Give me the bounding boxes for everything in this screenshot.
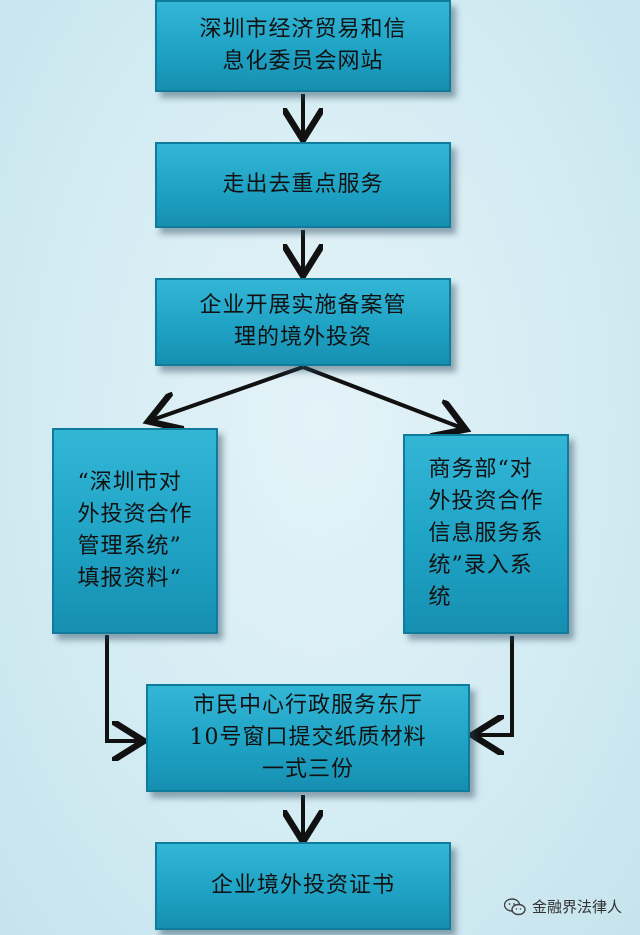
watermark-text: 金融界法律人 (531, 898, 622, 916)
node-certificate-label: 企业境外投资证书 (210, 873, 395, 898)
node-shenzhen-system-label: “深圳市对 外投资合作 管理系统” 填报资料“ (77, 470, 193, 591)
node-submit-materials-label: 市民中心行政服务东厅 10号窗口提交纸质材料 一式三份 (189, 693, 427, 782)
node-website-label: 深圳市经济贸易和信 息化委员会网站 (199, 17, 407, 74)
node-certificate: 企业境外投资证书 (155, 842, 451, 930)
arrow-n5-n6 (476, 636, 514, 735)
arrow-n3-n5 (302, 365, 462, 428)
node-key-service: 走出去重点服务 (155, 142, 451, 228)
arrow-n3-n4 (152, 365, 304, 420)
node-submit-materials: 市民中心行政服务东厅 10号窗口提交纸质材料 一式三份 (146, 684, 470, 792)
node-filing-management: 企业开展实施备案管 理的境外投资 (155, 278, 451, 366)
node-shenzhen-system: “深圳市对 外投资合作 管理系统” 填报资料“ (52, 428, 218, 634)
node-filing-management-label: 企业开展实施备案管 理的境外投资 (199, 293, 407, 350)
node-mofcom-system: 商务部“对 外投资合作 信息服务系 统”录入系 统 (403, 434, 569, 634)
watermark: 金融界法律人 (503, 896, 622, 917)
node-mofcom-system-label: 商务部“对 外投资合作 信息服务系 统”录入系 统 (428, 457, 544, 610)
node-website: 深圳市经济贸易和信 息化委员会网站 (155, 0, 451, 92)
node-key-service-label: 走出去重点服务 (222, 172, 384, 197)
arrow-n4-n6 (105, 635, 140, 741)
wechat-icon (503, 897, 526, 916)
